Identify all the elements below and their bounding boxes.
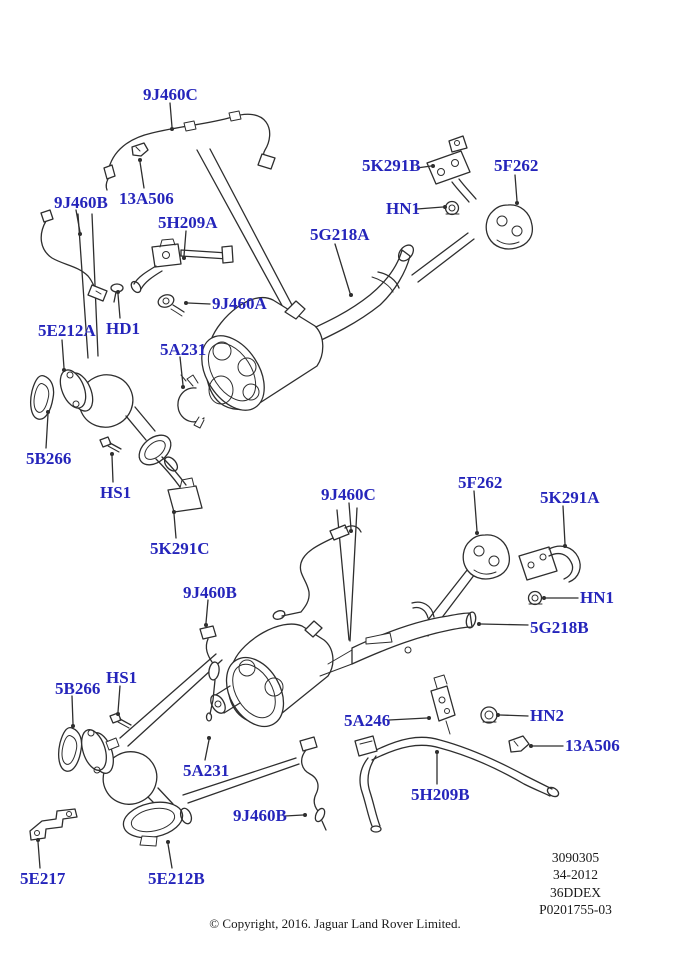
part-label-5f262[interactable]: 5F262 xyxy=(494,156,539,175)
part-label-hn1[interactable]: HN1 xyxy=(386,199,420,218)
part-label-5a246[interactable]: 5A246 xyxy=(344,711,391,730)
nut-hn1-lower xyxy=(527,590,543,606)
sensor-wire-9j460c-upper xyxy=(103,110,276,191)
part-label-5k291c[interactable]: 5K291C xyxy=(150,539,210,558)
part-label-hs1[interactable]: HS1 xyxy=(106,668,138,687)
ref-line: 36DDEX xyxy=(550,884,601,900)
part-label-5e217[interactable]: 5E217 xyxy=(20,869,66,888)
insulator-5f262-lower xyxy=(462,534,511,580)
clip-13a506-upper xyxy=(131,142,149,157)
drawing-reference-block: 3090305 34-2012 36DDEX P0201755-03 xyxy=(513,849,638,919)
sensor-wire-9j460b-upper xyxy=(40,209,108,302)
part-label-5b266[interactable]: 5B266 xyxy=(26,449,72,468)
part-label-9j460b[interactable]: 9J460B xyxy=(183,583,237,602)
part-label-5e212a[interactable]: 5E212A xyxy=(38,321,96,340)
oxygen-sensor-9j460a xyxy=(157,294,185,317)
copyright-notice: © Copyright, 2016. Jaguar Land Rover Lim… xyxy=(209,916,461,931)
bolt-hs1-lower xyxy=(109,712,132,729)
tube-5h209b xyxy=(354,735,560,833)
catalyst-muffler-lower xyxy=(210,620,353,728)
front-pipe-5g218a xyxy=(287,244,415,353)
part-label-9j460a[interactable]: 9J460A xyxy=(212,294,267,313)
part-label-13a506[interactable]: 13A506 xyxy=(119,189,174,208)
part-label-5g218b[interactable]: 5G218B xyxy=(530,618,589,637)
part-label-5k291a[interactable]: 5K291A xyxy=(540,488,600,507)
part-label-5f262[interactable]: 5F262 xyxy=(458,473,503,492)
part-label-5k291b[interactable]: 5K291B xyxy=(362,156,421,175)
bracket-5k291a xyxy=(518,545,581,583)
sensor-9j460b-mid xyxy=(199,625,220,722)
part-label-5a231[interactable]: 5A231 xyxy=(183,761,230,780)
sensor-wire-9j460c-lower xyxy=(272,524,362,620)
insulator-5f262-upper xyxy=(485,204,534,250)
part-label-hs1[interactable]: HS1 xyxy=(100,483,132,502)
leader-lines xyxy=(36,102,579,869)
bracket-5a246 xyxy=(430,674,456,735)
bracket-5k291b xyxy=(426,135,477,203)
rear-pipe-5g218b xyxy=(351,601,477,665)
part-label-5e212b[interactable]: 5E212B xyxy=(148,869,205,888)
part-label-9j460c[interactable]: 9J460C xyxy=(321,485,376,504)
nut-hn2 xyxy=(480,706,498,724)
part-label-5a231[interactable]: 5A231 xyxy=(160,340,207,359)
part-label-hn1[interactable]: HN1 xyxy=(580,588,614,607)
bracket-pipe-5h209a xyxy=(130,238,234,294)
catalyst-muffler-upper xyxy=(201,297,324,411)
bolt-hs1-upper xyxy=(99,436,122,453)
part-label-13a506[interactable]: 13A506 xyxy=(565,736,620,755)
part-label-9j460b[interactable]: 9J460B xyxy=(233,806,287,825)
part-label-hn2[interactable]: HN2 xyxy=(530,706,564,725)
part-label-5h209b[interactable]: 5H209B xyxy=(411,785,470,804)
part-label-hd1[interactable]: HD1 xyxy=(106,319,140,338)
gasket-5b266-upper xyxy=(30,374,55,420)
bracket-5k291c xyxy=(155,456,203,513)
bracket-5e217 xyxy=(29,808,78,841)
clamp-5a231-upper xyxy=(177,374,205,429)
sensor-wire-9j460b-bottom xyxy=(299,736,327,831)
clip-13a506-lower xyxy=(508,735,530,753)
ref-line: 3090305 xyxy=(551,850,600,865)
ref-line: 34-2012 xyxy=(553,867,598,883)
lower-assembly xyxy=(29,524,581,847)
catalytic-converter-5e212b xyxy=(81,729,193,847)
part-label-9j460c[interactable]: 9J460C xyxy=(143,85,198,104)
locator-wedge-lines xyxy=(77,148,482,804)
part-label-5b266[interactable]: 5B266 xyxy=(55,679,101,698)
bolt-hd1 xyxy=(110,283,124,303)
part-label-5h209a[interactable]: 5H209A xyxy=(158,213,218,232)
part-label-5g218a[interactable]: 5G218A xyxy=(310,225,370,244)
part-label-9j460b[interactable]: 9J460B xyxy=(54,193,108,212)
ref-line: P0201755-03 xyxy=(539,902,612,918)
